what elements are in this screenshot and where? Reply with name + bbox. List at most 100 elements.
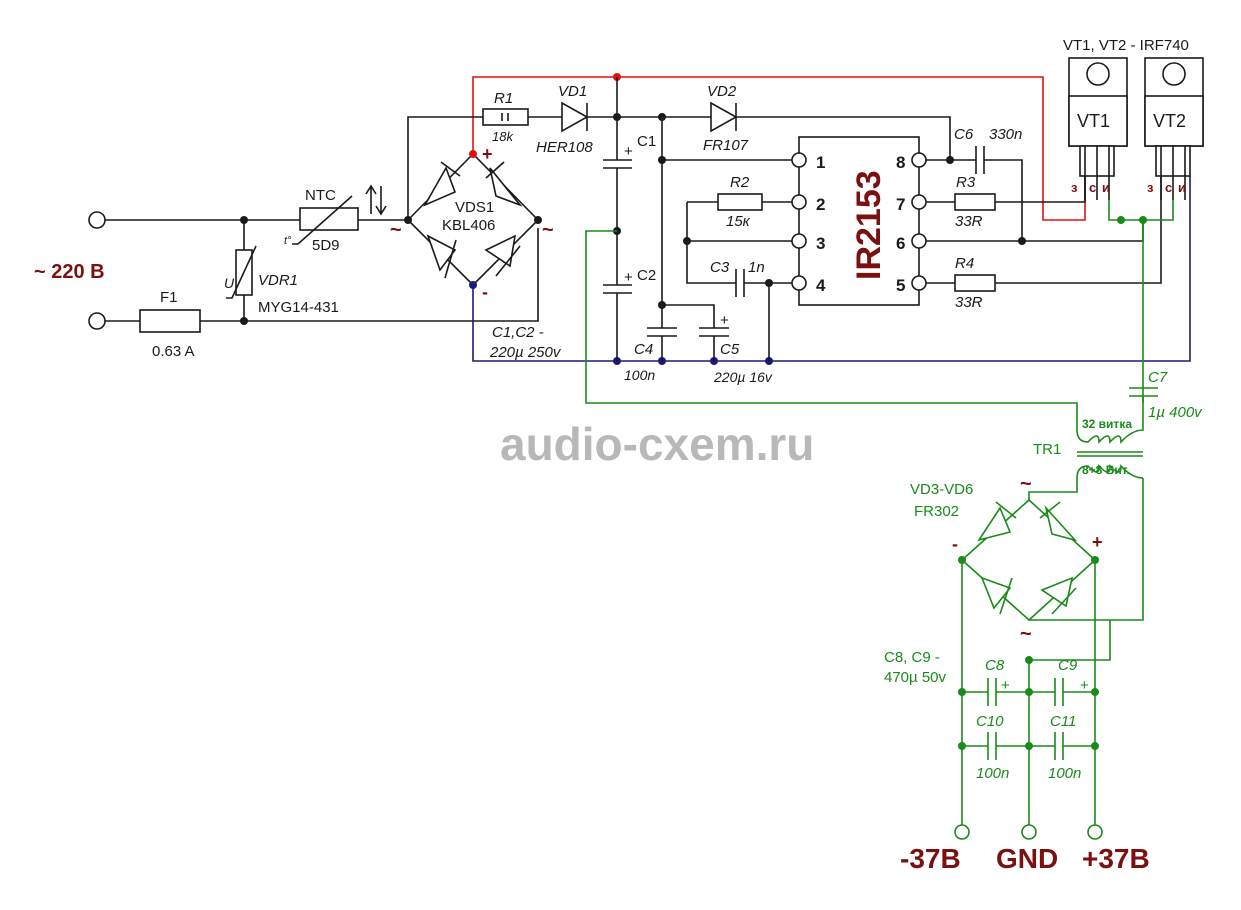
output-pos-label: +37В	[1082, 843, 1150, 874]
bridge1-value: KBL406	[442, 217, 495, 234]
capacitor-c3: C3 1n	[710, 259, 765, 297]
r2-value: 15к	[726, 213, 751, 230]
tr1-ref: TR1	[1033, 441, 1061, 458]
vt1-pin-g: з	[1071, 180, 1078, 195]
output-terminal-neg	[954, 824, 970, 840]
c5-value: 220µ 16v	[713, 369, 773, 385]
vd1-ref: VD1	[558, 83, 587, 100]
transistor-vt2: VT2 з с и	[1144, 57, 1204, 200]
ic-pin-5: 5	[896, 276, 905, 295]
bridge2-minus: -	[952, 534, 958, 554]
c10-ref: C10	[976, 713, 1004, 730]
input-section: ~ 220 В F1 0.63 A U VDR1 MYG14-431 NTC t…	[34, 184, 539, 360]
vt2-pin-s: и	[1178, 180, 1186, 195]
ic-pin-6: 6	[896, 234, 905, 253]
c6-value: 330n	[989, 126, 1022, 143]
fuse-ref: F1	[160, 289, 178, 306]
r2-ref: R2	[730, 174, 750, 191]
blue-rail	[472, 176, 1191, 362]
bridge-diode-2	[485, 161, 523, 207]
resistor-r2: R2 15к	[717, 174, 763, 230]
bridge2-ac-top: ~	[1020, 473, 1032, 495]
capacitor-c7: C7 1µ 400v	[1129, 369, 1203, 421]
transistor-vt1: VT1 з с и	[1068, 57, 1128, 200]
c3-ref: C3	[710, 259, 730, 276]
diode-vd2: VD2 FR107	[703, 83, 749, 154]
c1-ref: C1	[637, 133, 656, 150]
red-rail	[472, 76, 1086, 221]
bridge-diode-3	[426, 234, 457, 279]
varistor-ref: VDR1	[258, 272, 298, 289]
c1-plus: +	[624, 143, 633, 160]
input-terminal-top	[88, 211, 106, 229]
bridge-diode-1	[423, 161, 461, 207]
vt2-pin-g: з	[1147, 180, 1154, 195]
c1c2-line2: 220µ 250v	[489, 344, 562, 361]
c11-value: 100n	[1048, 765, 1081, 782]
c8c9-line2: 470µ 50v	[884, 669, 947, 686]
capacitor-c6: C6 330n	[954, 126, 1022, 174]
vt2-label: VT2	[1153, 111, 1186, 131]
vt1-label: VT1	[1077, 111, 1110, 131]
output-neg-label: -37В	[900, 843, 961, 874]
green-wire-c-mid	[585, 230, 1078, 418]
transistors-title: VT1, VT2 - IRF740	[1063, 37, 1189, 54]
bridge-diode-4	[484, 234, 521, 277]
ic-pin-2: 2	[816, 195, 825, 214]
vd1-value: HER108	[536, 139, 593, 156]
c4-ref: C4	[634, 341, 653, 358]
r3-ref: R3	[956, 174, 976, 191]
c6-ref: C6	[954, 126, 974, 143]
c8-ref: C8	[985, 657, 1005, 674]
vd2-ref: VD2	[707, 83, 737, 100]
r4-value: 33R	[955, 294, 983, 311]
output-terminal-pos	[1087, 824, 1103, 840]
vt1-pin-d: с	[1089, 180, 1096, 195]
arrow-down-icon	[375, 186, 387, 216]
c7-ref: C7	[1148, 369, 1168, 386]
c1c2-line1: C1,C2 -	[492, 324, 544, 341]
resistor-r3: R3 33R	[954, 174, 996, 230]
c9-plus: +	[1080, 677, 1089, 694]
transformer-tr1: 32 витка 8+8 Вит. TR1	[1033, 417, 1144, 479]
output-gnd-label: GND	[996, 843, 1058, 874]
bridge2-ref: VD3-VD6	[910, 481, 973, 498]
bridge1-minus: -	[482, 282, 488, 302]
c4-value: 100n	[624, 367, 655, 383]
vd2-value: FR107	[703, 137, 749, 154]
r1-ref: R1	[494, 90, 513, 107]
ntc-value: 5D9	[312, 237, 340, 254]
ntc-ref: NTC	[305, 187, 336, 204]
bridge2-ac-bottom: ~	[1020, 623, 1032, 645]
capacitor-c4: C4 100n	[624, 305, 677, 383]
resistor-r4: R4 33R	[954, 255, 996, 311]
arrow-up-icon	[365, 184, 377, 214]
fuse-value: 0.63 A	[152, 343, 195, 360]
c5-plus: +	[720, 312, 729, 329]
resistor-r1: R1 18k	[482, 90, 529, 144]
input-voltage-label: ~ 220 В	[34, 261, 105, 283]
tr1-secondary: 8+8 Вит.	[1082, 463, 1130, 477]
c5-ref: C5	[720, 341, 740, 358]
varistor-value: MYG14-431	[258, 299, 339, 316]
bridge1-ac-left: ~	[390, 219, 402, 241]
c2-plus: +	[624, 269, 633, 286]
ntc-thermistor	[299, 207, 359, 231]
capacitor-c1: + C1	[603, 133, 656, 169]
bridge1-ref: VDS1	[455, 199, 494, 216]
bridge2-plus: +	[1092, 532, 1103, 552]
capacitor-c2: + C2	[603, 267, 656, 294]
bridge1-plus: +	[482, 144, 493, 164]
fuse-f1	[139, 309, 201, 333]
ic-name: IR2153	[850, 170, 888, 280]
c8c9-line1: C8, C9 -	[884, 649, 940, 666]
c10-value: 100n	[976, 765, 1009, 782]
c9-ref: C9	[1058, 657, 1078, 674]
c3-value: 1n	[748, 259, 765, 276]
ntc-symbol: t°	[284, 235, 292, 247]
ic-pin-7: 7	[896, 195, 905, 214]
bridge-vds1: VDS1 KBL406 + - ~ ~	[390, 144, 554, 302]
r1-value: 18k	[492, 129, 514, 144]
c2-ref: C2	[637, 267, 656, 284]
